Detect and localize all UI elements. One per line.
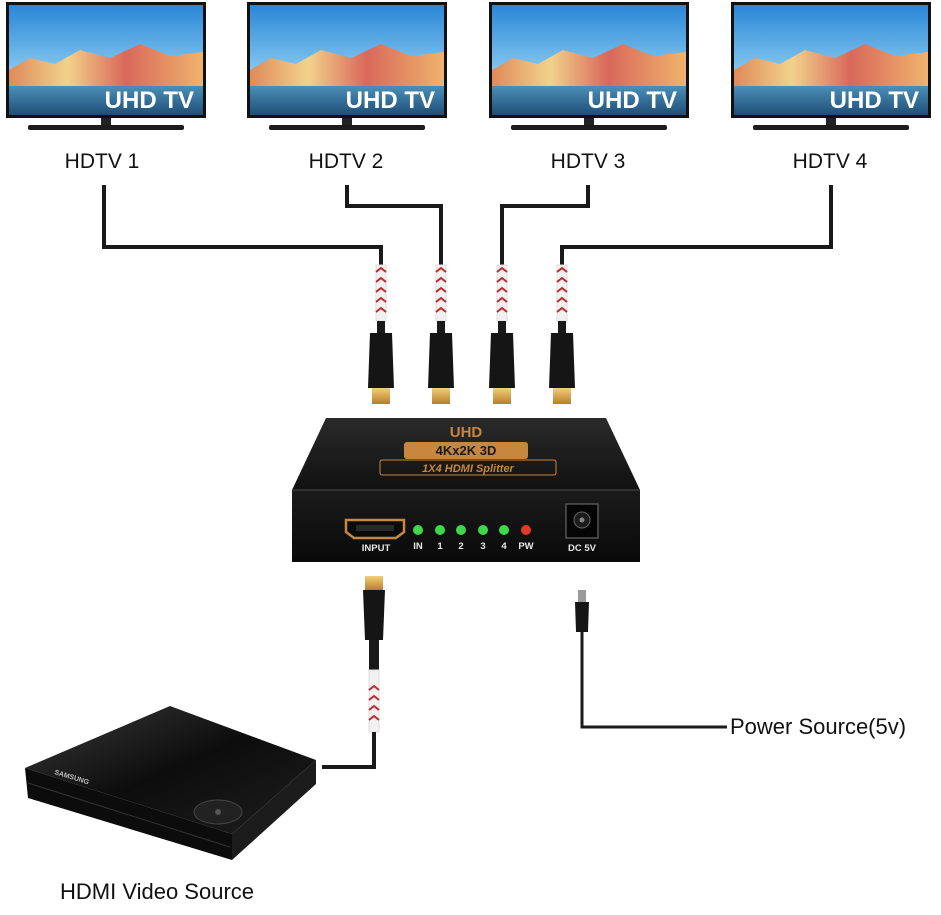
- cable-3: [560, 185, 833, 265]
- splitter-resolution-badge: [404, 442, 528, 459]
- dc-power-port: [565, 503, 599, 539]
- led-pw-label: PW: [518, 541, 533, 552]
- tv-3-screen-text: UHD TV: [588, 87, 677, 114]
- power-cable: [575, 590, 727, 729]
- status-leds: [413, 525, 531, 535]
- led-3-label: 3: [480, 541, 485, 552]
- output-cables: [102, 185, 833, 265]
- led-pw: [521, 525, 531, 535]
- input-cable: [322, 576, 385, 769]
- tv-1-stand: [28, 125, 184, 130]
- hdmi-connector-4: [549, 264, 575, 404]
- hdmi-connector-3: [489, 264, 515, 404]
- input-port: [344, 518, 406, 540]
- led-in-label: IN: [413, 541, 423, 552]
- cable-1: [102, 185, 383, 265]
- player-top: [25, 706, 316, 834]
- led-1: [435, 525, 445, 535]
- led-1-label: 1: [437, 541, 443, 552]
- tv-row: UHD TV UHD TV UHD TV: [6, 2, 931, 130]
- player-front: [25, 768, 232, 860]
- splitter-resolution: 4Kx2K 3D: [436, 443, 497, 458]
- tv-2: UHD TV: [247, 2, 447, 130]
- power-source-label: Power Source(5v): [730, 714, 906, 739]
- video-source-player: SAMSUNG: [25, 706, 316, 860]
- cable-2: [345, 185, 443, 265]
- input-port-label: INPUT: [362, 543, 391, 554]
- hdmi-connector-2: [428, 264, 454, 404]
- tv-4-label: HDTV 4: [793, 150, 868, 173]
- tv-2-stand: [269, 125, 425, 130]
- led-4: [499, 525, 509, 535]
- tv-4-screen-text: UHD TV: [830, 87, 919, 114]
- hdmi-connector-1: [368, 264, 394, 404]
- led-4-label: 4: [501, 541, 507, 552]
- tv-3-label: HDTV 3: [551, 150, 626, 173]
- output-connectors: [368, 264, 575, 404]
- led-in: [413, 525, 423, 535]
- tv-4: UHD TV: [731, 2, 931, 130]
- hdmi-splitter: UHD 4Kx2K 3D 1X4 HDMI Splitter INPUT IN …: [292, 418, 640, 562]
- led-2: [456, 525, 466, 535]
- tv-2-label: HDTV 2: [309, 150, 384, 173]
- cable-4: [500, 185, 590, 265]
- tv-3-stand: [511, 125, 667, 130]
- dc-port-label: DC 5V: [568, 543, 597, 554]
- tv-1: UHD TV: [6, 2, 206, 130]
- splitter-model: 1X4 HDMI Splitter: [422, 463, 514, 475]
- tv-2-screen-text: UHD TV: [346, 87, 435, 114]
- video-source-label: HDMI Video Source: [60, 879, 254, 904]
- tv-4-stand: [753, 125, 909, 130]
- tv-1-label: HDTV 1: [65, 150, 140, 173]
- tv-3: UHD TV: [489, 2, 689, 130]
- splitter-title: UHD: [450, 424, 483, 441]
- led-2-label: 2: [458, 541, 463, 552]
- led-3: [478, 525, 488, 535]
- tv-1-screen-text: UHD TV: [105, 87, 194, 114]
